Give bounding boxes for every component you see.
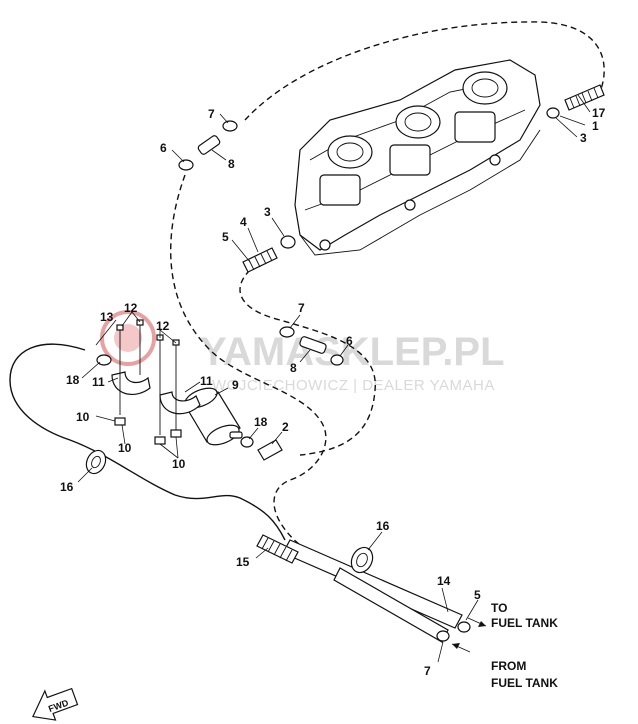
spring-protector-4 <box>242 247 278 273</box>
callout-7-bottom: 7 <box>424 664 431 678</box>
callout-1: 1 <box>592 119 599 133</box>
watermark: YAMASKLEP.PL WOJCIECHOWICZ | DEALER YAMA… <box>100 310 505 394</box>
to-fuel-tank-line2: FUEL TANK <box>491 616 558 630</box>
hose-left-loop <box>9 343 286 541</box>
callout-5-bottom: 5 <box>474 588 481 602</box>
hose-route-top <box>244 21 605 121</box>
joint-8-lower <box>299 336 327 354</box>
pipe-14-lower <box>333 567 449 643</box>
grommet-16-left <box>85 449 107 475</box>
callout-3-upper-right: 3 <box>580 131 587 145</box>
callout-8-top: 8 <box>228 157 235 171</box>
callout-2: 2 <box>282 420 289 434</box>
callout-9: 9 <box>232 378 239 392</box>
callout-16-right: 16 <box>376 519 390 533</box>
callout-14: 14 <box>437 574 451 588</box>
callout-3-mid: 3 <box>264 205 271 219</box>
callout-11-left: 11 <box>92 375 105 389</box>
carburetor-assembly <box>294 59 541 256</box>
callout-10-b: 10 <box>118 441 132 455</box>
leader-lines <box>77 94 591 663</box>
callout-7-mid: 7 <box>298 301 305 315</box>
callout-13: 13 <box>100 310 114 324</box>
callout-16-left: 16 <box>60 480 74 494</box>
hose-route-left <box>170 174 441 611</box>
callout-6-top: 6 <box>160 141 167 155</box>
flow-arrows <box>451 617 487 653</box>
grommet-16-right <box>350 546 374 574</box>
bracket-11-right <box>159 391 201 415</box>
callout-4: 4 <box>240 215 247 229</box>
callout-17: 17 <box>592 106 606 120</box>
callout-18-left: 18 <box>66 373 80 387</box>
spring-protector-15 <box>256 534 299 564</box>
callout-10-a: 10 <box>76 410 90 424</box>
from-fuel-tank-line2: FUEL TANK <box>491 676 558 690</box>
callout-8-mid: 8 <box>290 361 297 375</box>
clamp-parts <box>96 107 560 642</box>
joint-8-upper <box>197 135 221 155</box>
callout-labels: 17 1 3 7 6 8 4 3 5 13 12 12 18 11 11 9 1… <box>60 106 606 678</box>
callout-12-upper: 12 <box>124 301 138 315</box>
fwd-arrow: FWD <box>32 687 79 721</box>
callout-7-top: 7 <box>208 107 215 121</box>
watermark-logo-inner <box>114 324 142 352</box>
callout-18-mid: 18 <box>254 415 268 429</box>
callout-15: 15 <box>236 555 250 569</box>
spring-protector-17 <box>564 84 605 111</box>
bracket-11-left <box>111 371 151 396</box>
callout-11-right: 11 <box>200 374 213 388</box>
hose-route-mid <box>239 269 376 456</box>
callout-6-mid: 6 <box>346 334 353 348</box>
watermark-dealer: WOJCIECHOWICZ | DEALER YAMAHA <box>212 377 495 394</box>
watermark-brand: YAMASKLEP.PL <box>200 330 505 374</box>
from-fuel-tank-line1: FROM <box>491 659 526 673</box>
destination-labels: TO FUEL TANK FROM FUEL TANK <box>491 601 558 690</box>
to-fuel-tank-line1: TO <box>491 601 507 615</box>
nuts-10 <box>114 417 182 445</box>
callout-10-c: 10 <box>172 457 186 471</box>
callout-12-lower: 12 <box>156 319 170 333</box>
hose-2 <box>257 439 283 461</box>
callout-5-mid: 5 <box>222 230 229 244</box>
